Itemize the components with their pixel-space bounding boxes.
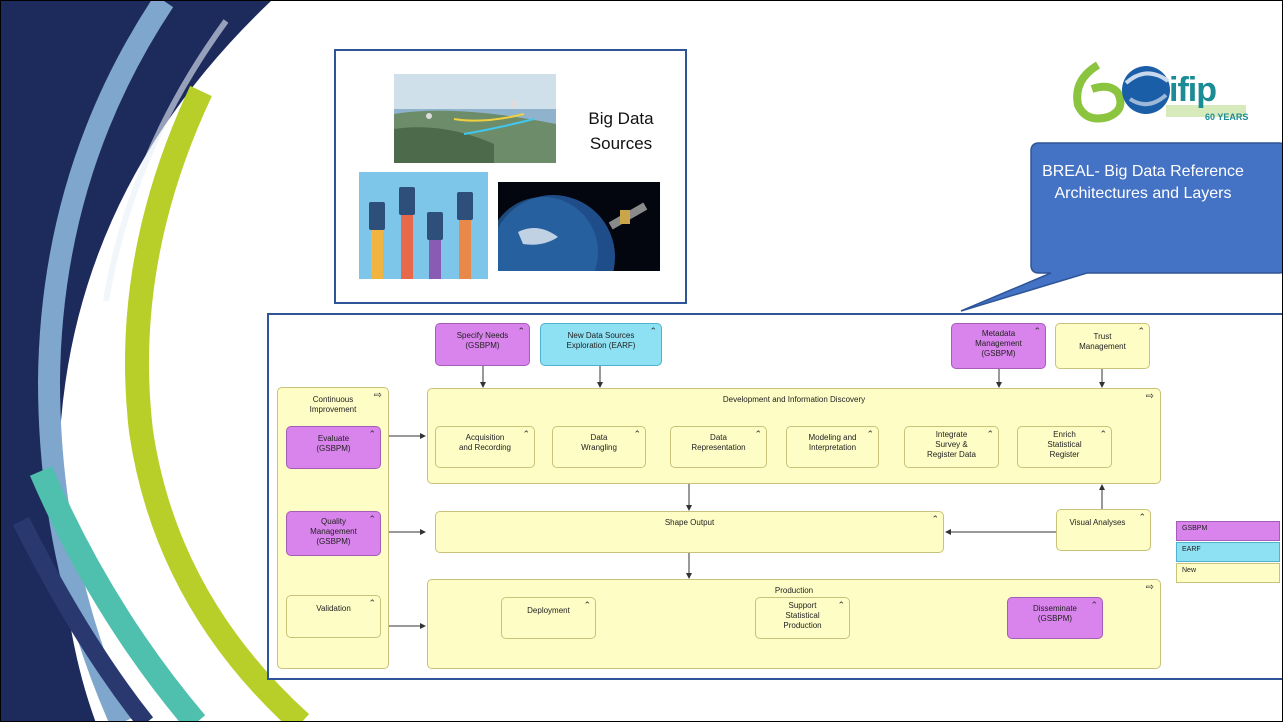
function-icon: ⌃ [633, 429, 641, 439]
arrow-right-icon: ⇨ [373, 390, 382, 401]
function-icon: ⌃ [517, 326, 525, 336]
shape-output-block: Shape Output⌃ [435, 511, 944, 553]
function-icon: ⌃ [649, 326, 657, 336]
function-icon: ⌃ [986, 429, 994, 439]
specify-needs-block: Specify Needs (GSBPM)⌃ [435, 323, 530, 366]
function-icon: ⌃ [754, 429, 762, 439]
function-icon: ⌃ [931, 514, 939, 524]
smartphones-image [359, 172, 488, 279]
function-icon: ⌃ [368, 514, 376, 524]
ifip-logo-years: 60 YEARS [1205, 112, 1249, 122]
data-representation-step: Data Representation⌃ [670, 426, 767, 468]
integrate-survey-register-step: Integrate Survey & Register Data⌃ [904, 426, 999, 468]
legend-gsbpm: GSBPM [1176, 521, 1280, 541]
validation-block: Validation⌃ [286, 595, 381, 638]
disseminate-block: Disseminate (GSBPM)⌃ [1007, 597, 1103, 639]
function-icon: ⌃ [368, 429, 376, 439]
breal-callout-text: BREAL- Big Data Reference Architectures … [1042, 163, 1244, 202]
support-statistical-production-block: Support Statistical Production⌃ [755, 597, 850, 639]
legend-earf: EARF [1176, 542, 1280, 562]
big-data-sources-label: Big Data Sources [588, 109, 654, 153]
ifip-logo-word: ifip [1169, 71, 1217, 109]
function-icon: ⌃ [1099, 429, 1107, 439]
trust-management-block: Trust Management⌃ [1055, 323, 1150, 369]
enrich-statistical-register-step: Enrich Statistical Register⌃ [1017, 426, 1112, 468]
function-icon: ⌃ [522, 429, 530, 439]
function-icon: ⌃ [837, 600, 845, 610]
function-icon: ⌃ [368, 598, 376, 608]
arrow-right-icon: ⇨ [1145, 582, 1154, 593]
modeling-interpretation-step: Modeling and Interpretation⌃ [786, 426, 879, 468]
arrow-right-icon: ⇨ [1145, 391, 1154, 402]
data-wrangling-step: Data Wrangling⌃ [552, 426, 646, 468]
acquisition-recording-step: Acquisition and Recording⌃ [435, 426, 535, 468]
breal-callout-shape [960, 142, 1282, 312]
metadata-management-block: Metadata Management (GSBPM)⌃ [951, 323, 1046, 369]
new-data-sources-block: New Data Sources Exploration (EARF)⌃ [540, 323, 662, 366]
ifip-60-years-logo [1073, 61, 1246, 123]
network-landscape-image [394, 74, 556, 163]
legend-new: New [1176, 563, 1280, 583]
evaluate-block: Evaluate (GSBPM)⌃ [286, 426, 381, 469]
function-icon: ⌃ [1138, 512, 1146, 522]
function-icon: ⌃ [866, 429, 874, 439]
function-icon: ⌃ [1033, 326, 1041, 336]
function-icon: ⌃ [1090, 600, 1098, 610]
function-icon: ⌃ [1137, 326, 1145, 336]
visual-analyses-block: Visual Analyses⌃ [1056, 509, 1151, 551]
quality-management-block: Quality Management (GSBPM)⌃ [286, 511, 381, 556]
deployment-block: Deployment⌃ [501, 597, 596, 639]
function-icon: ⌃ [583, 600, 591, 610]
satellite-earth-image [498, 182, 660, 271]
